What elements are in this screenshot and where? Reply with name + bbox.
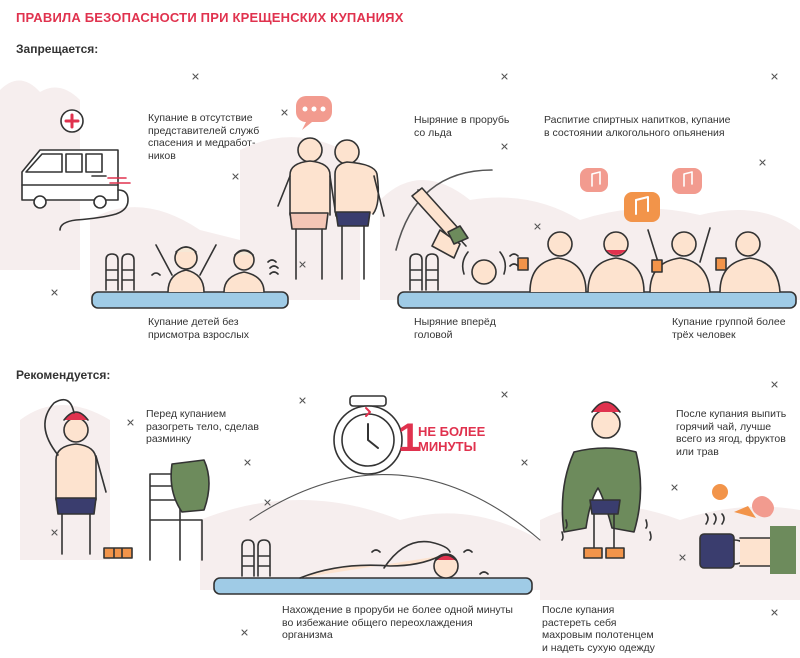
timer-line-2: МИНУТЫ: [418, 439, 477, 454]
diving-man-icon: [395, 169, 507, 285]
two-men-talking-icon: [277, 96, 385, 280]
pool-bottom: [213, 539, 533, 595]
hot-tea-icon: [699, 484, 796, 574]
forbidden-heading: Запрещается:: [16, 42, 99, 56]
forbidden-item-ice-dive: Ныряние в прорубь со льда: [414, 114, 510, 139]
pool-left: [91, 253, 289, 309]
drinking-group-icon: [509, 168, 781, 293]
snowdrift-bg: [540, 505, 800, 600]
forbidden-item-ambulance: Купание в отсутствие представителей служ…: [148, 112, 260, 162]
recommended-item-towel: После купания растереть себя махровым по…: [542, 604, 655, 654]
swimmer-icon: [299, 540, 489, 579]
page-title: ПРАВИЛА БЕЗОПАСНОСТИ ПРИ КРЕЩЕНСКИХ КУПА…: [16, 10, 404, 25]
forbidden-item-children: Купание детей без присмотра взрослых: [148, 316, 250, 341]
warmup-man-icon: [44, 398, 133, 559]
children-in-water-icon: [151, 244, 279, 293]
stopwatch-icon: [333, 395, 403, 475]
towel-woman-icon: [561, 401, 652, 559]
recommended-item-one-minute: Нахождение в проруби не более одной мину…: [282, 604, 513, 641]
forbidden-item-alcohol: Распитие спиртных напитков, купание в со…: [544, 114, 731, 139]
snowflake-marks: [51, 73, 778, 636]
recommended-item-warmup: Перед купанием разогреть тело, сделав ра…: [146, 408, 259, 445]
timer-line-1: НЕ БОЛЕЕ: [418, 424, 486, 439]
chair-towel-icon: [149, 459, 210, 561]
timer-number: 1: [398, 416, 421, 460]
recommended-item-tea: После купания выпить горячий чай, лучше …: [676, 408, 787, 458]
forbidden-item-headfirst: Ныряние вперёд головой: [414, 316, 496, 341]
recommended-heading: Рекомендуется:: [16, 368, 111, 382]
forbidden-item-group: Купание группой более трёх человек: [672, 316, 786, 341]
swim-arc: [249, 474, 541, 541]
ambulance-icon: [21, 109, 131, 231]
snowdrift-bg: [200, 500, 540, 590]
